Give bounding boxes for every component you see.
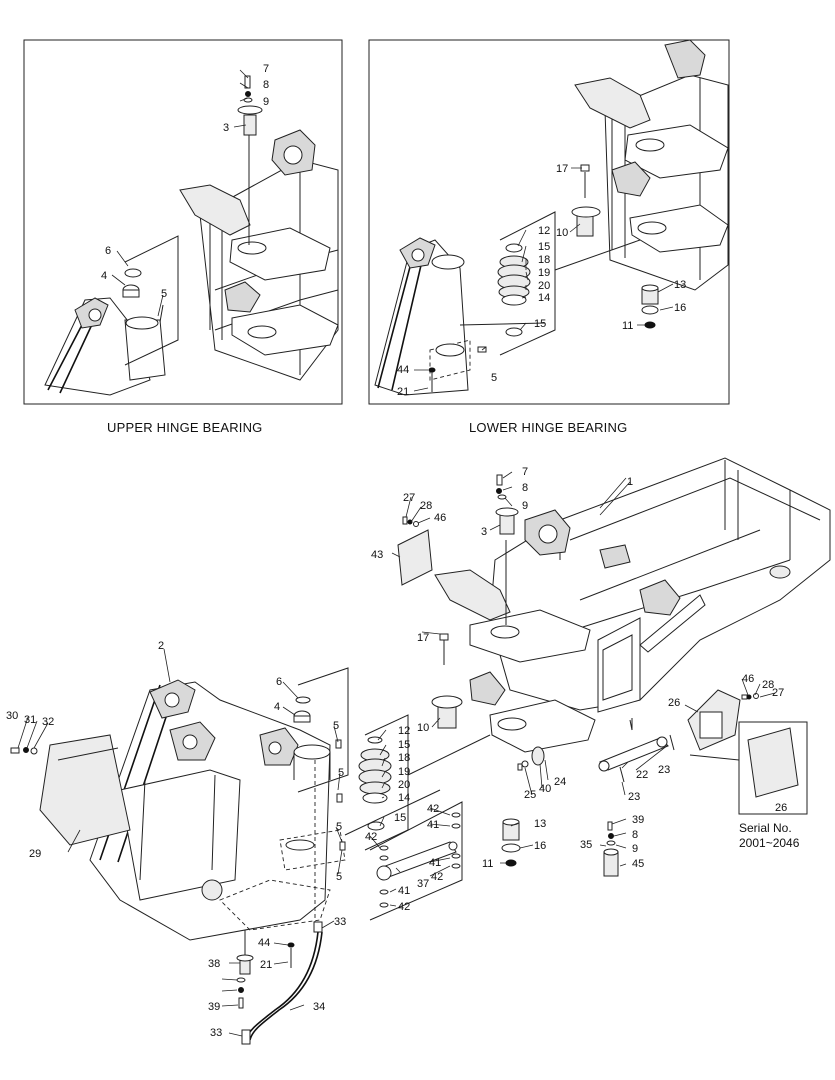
callout-label: 16 <box>534 840 546 852</box>
callout-label: 18 <box>538 254 550 266</box>
main-exploded-drawing <box>10 457 831 1045</box>
callout-label: 35 <box>580 839 592 851</box>
callout-label: 42 <box>427 803 439 815</box>
callout-label: 8 <box>632 829 638 841</box>
callout-label: 11 <box>482 858 493 870</box>
callout-label: 29 <box>29 848 41 860</box>
callout-label: 37 <box>417 878 429 890</box>
callout-label: 5 <box>336 871 342 883</box>
callout-label: 14 <box>538 292 550 304</box>
callout-label: 27 <box>403 492 415 504</box>
callout-label: 19 <box>538 267 550 279</box>
callout-label: 17 <box>556 163 568 175</box>
callout-label: 11 <box>622 320 633 332</box>
callout-label: 2 <box>158 640 164 652</box>
callout-label: 39 <box>632 814 644 826</box>
callout-label: 16 <box>674 302 686 314</box>
callout-label: 42 <box>365 831 377 843</box>
callout-label: 20 <box>538 280 550 292</box>
lower-panel-drawing <box>374 39 729 396</box>
callout-label: 33 <box>210 1027 222 1039</box>
callout-label: 44 <box>397 364 409 376</box>
callout-label: 22 <box>636 769 648 781</box>
callout-label: 8 <box>263 79 269 91</box>
callout-label: 28 <box>420 500 432 512</box>
callout-label: 6 <box>105 245 111 257</box>
callout-label: 13 <box>534 818 546 830</box>
callout-label: 4 <box>274 701 280 713</box>
callout-label: 10 <box>556 227 568 239</box>
callout-label: 15 <box>398 739 410 751</box>
callout-label: 41 <box>429 857 441 869</box>
callout-label: 26 <box>668 697 680 709</box>
callout-label: 15 <box>394 812 406 824</box>
callout-label: 21 <box>397 386 409 398</box>
callout-label: 3 <box>223 122 229 134</box>
callout-label: 1 <box>627 476 633 488</box>
callout-label: 12 <box>538 225 550 237</box>
callout-label: 32 <box>42 716 54 728</box>
callout-label: 46 <box>434 512 446 524</box>
callout-label: 38 <box>208 958 220 970</box>
callout-label: 9 <box>522 500 528 512</box>
callout-label: 46 <box>742 673 754 685</box>
callout-label: 5 <box>338 767 344 779</box>
callout-label: 24 <box>554 776 566 788</box>
callout-label: 17 <box>417 632 429 644</box>
callout-label: 15 <box>538 241 550 253</box>
callout-numbers: 7 8 9 3 6 4 5 17 10 12 15 18 19 20 14 15… <box>6 63 787 1039</box>
callout-label: 21 <box>260 959 272 971</box>
callout-label: 7 <box>522 466 528 478</box>
callout-label: 33 <box>334 916 346 928</box>
callout-label: 26 <box>775 802 787 814</box>
callout-label: 34 <box>313 1001 325 1013</box>
callout-label: 28 <box>762 679 774 691</box>
callout-label: 5 <box>161 288 167 300</box>
callout-label: 39 <box>208 1001 220 1013</box>
callout-label: 3 <box>481 526 487 538</box>
callout-label: 40 <box>539 783 551 795</box>
callout-label: 42 <box>431 871 443 883</box>
callout-label: 6 <box>276 676 282 688</box>
callout-label: 43 <box>371 549 383 561</box>
callout-label: 9 <box>632 843 638 855</box>
callout-label: 18 <box>398 752 410 764</box>
serial-note-line1: Serial No. <box>739 821 792 835</box>
callout-leaders <box>17 69 776 1037</box>
upper-hinge-caption: UPPER HINGE BEARING <box>107 420 263 435</box>
callout-label: 23 <box>658 764 670 776</box>
lower-hinge-caption: LOWER HINGE BEARING <box>469 420 628 435</box>
callout-label: 4 <box>101 270 107 282</box>
callout-label: 19 <box>398 766 410 778</box>
callout-label: 41 <box>398 885 410 897</box>
callout-label: 7 <box>263 63 269 75</box>
callout-label: 8 <box>522 482 528 494</box>
serial-note-line2: 2001~2046 <box>739 836 800 850</box>
callout-label: 10 <box>417 722 429 734</box>
callout-label: 25 <box>524 789 536 801</box>
callout-label: 5 <box>336 821 342 833</box>
callout-label: 5 <box>333 720 339 732</box>
callout-label: 31 <box>24 714 36 726</box>
callout-label: 30 <box>6 710 18 722</box>
callout-label: 27 <box>772 687 784 699</box>
callout-label: 41 <box>427 819 439 831</box>
callout-label: 5 <box>491 372 497 384</box>
callout-label: 23 <box>628 791 640 803</box>
callout-label: 15 <box>534 318 546 330</box>
upper-panel-drawing <box>44 75 339 396</box>
callout-label: 14 <box>398 792 410 804</box>
callout-label: 20 <box>398 779 410 791</box>
callout-label: 13 <box>674 279 686 291</box>
callout-label: 44 <box>258 937 270 949</box>
callout-label: 42 <box>398 901 410 913</box>
callout-label: 12 <box>398 725 410 737</box>
callout-label: 9 <box>263 96 269 108</box>
callout-label: 45 <box>632 858 644 870</box>
